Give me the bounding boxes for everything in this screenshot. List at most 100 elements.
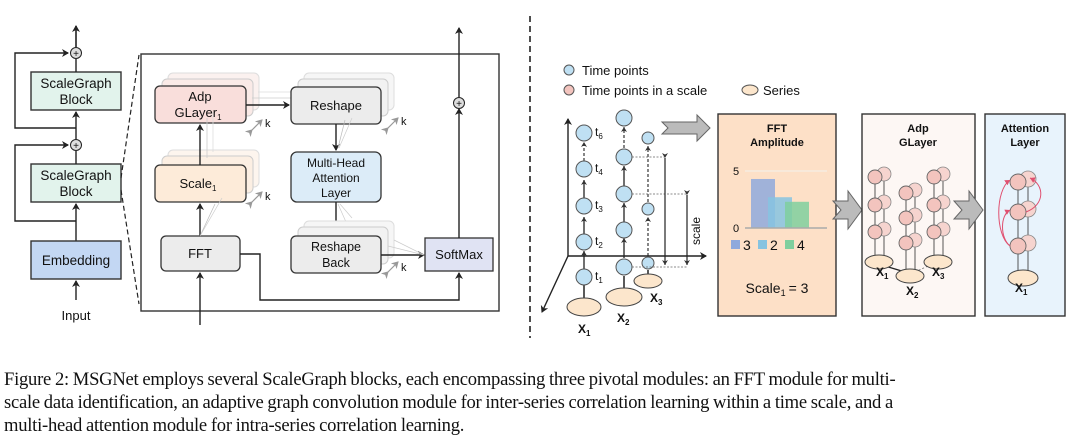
series-node: [864, 254, 894, 270]
input-label: Input: [62, 308, 91, 323]
y-tick-label: 0: [733, 223, 739, 235]
adp-glayer-label: Adp: [188, 89, 211, 104]
time-point-node: [615, 148, 633, 166]
time-point-node: [641, 202, 655, 216]
scale-axis-label: scale: [689, 217, 703, 245]
scalegraph-block-bottom[interactable]: [30, 163, 122, 203]
series-node: [1007, 269, 1039, 287]
scale-point-node: [926, 197, 942, 213]
msgnet-architecture-figure: + ScaleGraph Block + ScaleGraph Block Em…: [14, 16, 1066, 338]
residual-add-icon: +: [70, 139, 82, 152]
scalegraph-block-top-label: ScaleGraph: [40, 76, 111, 91]
svg-text:+: +: [456, 99, 462, 110]
embedding-block[interactable]: [30, 240, 122, 280]
fft-panel-title: FFT: [767, 123, 787, 135]
reshape-label: Reshape: [310, 98, 362, 113]
left-stack: + ScaleGraph Block + ScaleGraph Block Em…: [14, 25, 122, 323]
series-label-x1: X1: [578, 322, 591, 338]
scalegraph-block-bottom-label2: Block: [59, 184, 92, 199]
attention-series-label: X1: [1015, 281, 1028, 297]
t-label: t4: [595, 161, 603, 177]
svg-text:GLayer: GLayer: [899, 137, 938, 149]
series-node: [923, 254, 953, 270]
svg-text:Attention: Attention: [312, 171, 359, 185]
time-point-node: [615, 109, 633, 127]
adp-series-label-x2: X2: [906, 284, 919, 300]
series-node: [633, 273, 663, 289]
t-label: t1: [595, 269, 603, 285]
scale-point-node: [898, 210, 914, 226]
svg-text:k: k: [265, 191, 271, 203]
time-point-node: [575, 160, 593, 178]
series-node: [895, 268, 925, 284]
time-point-node: [575, 233, 593, 251]
attention-panel-title: Attention: [1001, 123, 1050, 135]
fft-label: FFT: [188, 246, 212, 261]
multiscale-time-series-diagram: t6 t4 t3 t2 t1 X1 X2 X3 scale: [540, 109, 711, 338]
time-point-node: [615, 258, 633, 276]
scale-point-node: [926, 169, 942, 185]
time-point-node: [641, 131, 655, 145]
k-stack-indicator: k: [244, 118, 271, 138]
scale-point-node: [898, 235, 914, 251]
series-node: [605, 287, 643, 307]
svg-text:Back: Back: [322, 256, 351, 270]
k-stack-indicator: k: [380, 116, 407, 136]
series-label-x3: X3: [650, 291, 663, 307]
svg-text:k: k: [401, 116, 407, 128]
svg-text:+: +: [73, 49, 79, 60]
legend: Time points Time points in a scale Serie…: [563, 63, 800, 98]
y-tick-label: 5: [733, 166, 739, 178]
legend-time-points-scale: Time points in a scale: [582, 83, 707, 98]
scalegraph-block-top[interactable]: [30, 71, 122, 111]
scalegraph-block-bottom-label: ScaleGraph: [40, 168, 111, 183]
flow-arrow-icon: [831, 189, 863, 231]
z-axis: [540, 255, 569, 313]
time-point-node: [575, 268, 593, 286]
softmax-label: SoftMax: [435, 247, 483, 262]
time-point-node: [641, 256, 655, 270]
scale-point-node: [926, 224, 942, 240]
attention-layer-panel: Attention Layer X1: [984, 113, 1066, 317]
legend-swatch: [731, 240, 740, 249]
scale-label: Scale1: [180, 176, 218, 193]
legend-swatch: [785, 240, 794, 249]
scale-point-node: [867, 197, 883, 213]
figure-caption: Figure 2: MSGNet employs several ScaleGr…: [4, 368, 1076, 437]
zoom-guide-line: [120, 189, 140, 305]
caption-line: scale data identification, an adaptive g…: [4, 392, 893, 413]
scale-point-legend-icon: [563, 84, 575, 96]
series-legend-icon: [741, 84, 759, 96]
svg-text:k: k: [265, 118, 271, 130]
legend-time-points: Time points: [582, 63, 649, 78]
softmax-box[interactable]: [424, 237, 494, 272]
scale-point-node: [867, 224, 883, 240]
embedding-label: Embedding: [42, 253, 110, 268]
legend-swatch: [758, 240, 767, 249]
residual-add-icon: +: [453, 97, 465, 110]
t-label: t2: [595, 234, 603, 250]
adp-panel-title: Adp: [907, 123, 929, 135]
t-label: t6: [595, 125, 603, 141]
svg-text:Amplitude: Amplitude: [750, 137, 804, 149]
svg-text:Layer: Layer: [321, 186, 351, 200]
attention-arc: [1002, 209, 1011, 247]
flow-arrow-icon: [660, 113, 711, 143]
adp-glayer-panel: Adp GLayer X1 X2 X3: [861, 113, 976, 317]
scale-point-node: [1009, 173, 1027, 191]
reshape-back-label: Reshape: [311, 240, 361, 254]
flow-arrow-icon: [952, 189, 984, 231]
zoom-guide-line: [120, 54, 140, 179]
mha-label: Multi-Head: [307, 156, 365, 170]
attention-arc: [1025, 177, 1042, 213]
bar-4: [785, 201, 809, 228]
scale-point-node: [1009, 237, 1027, 255]
series-node: [566, 297, 602, 317]
adp-series-label-x1: X1: [876, 265, 889, 281]
legend-series: Series: [763, 83, 800, 98]
scalegraph-block-detail: Adp GLayer1 Scale1 FFT k k: [140, 27, 500, 325]
t-label: t3: [595, 198, 603, 214]
time-point-node: [615, 221, 633, 239]
